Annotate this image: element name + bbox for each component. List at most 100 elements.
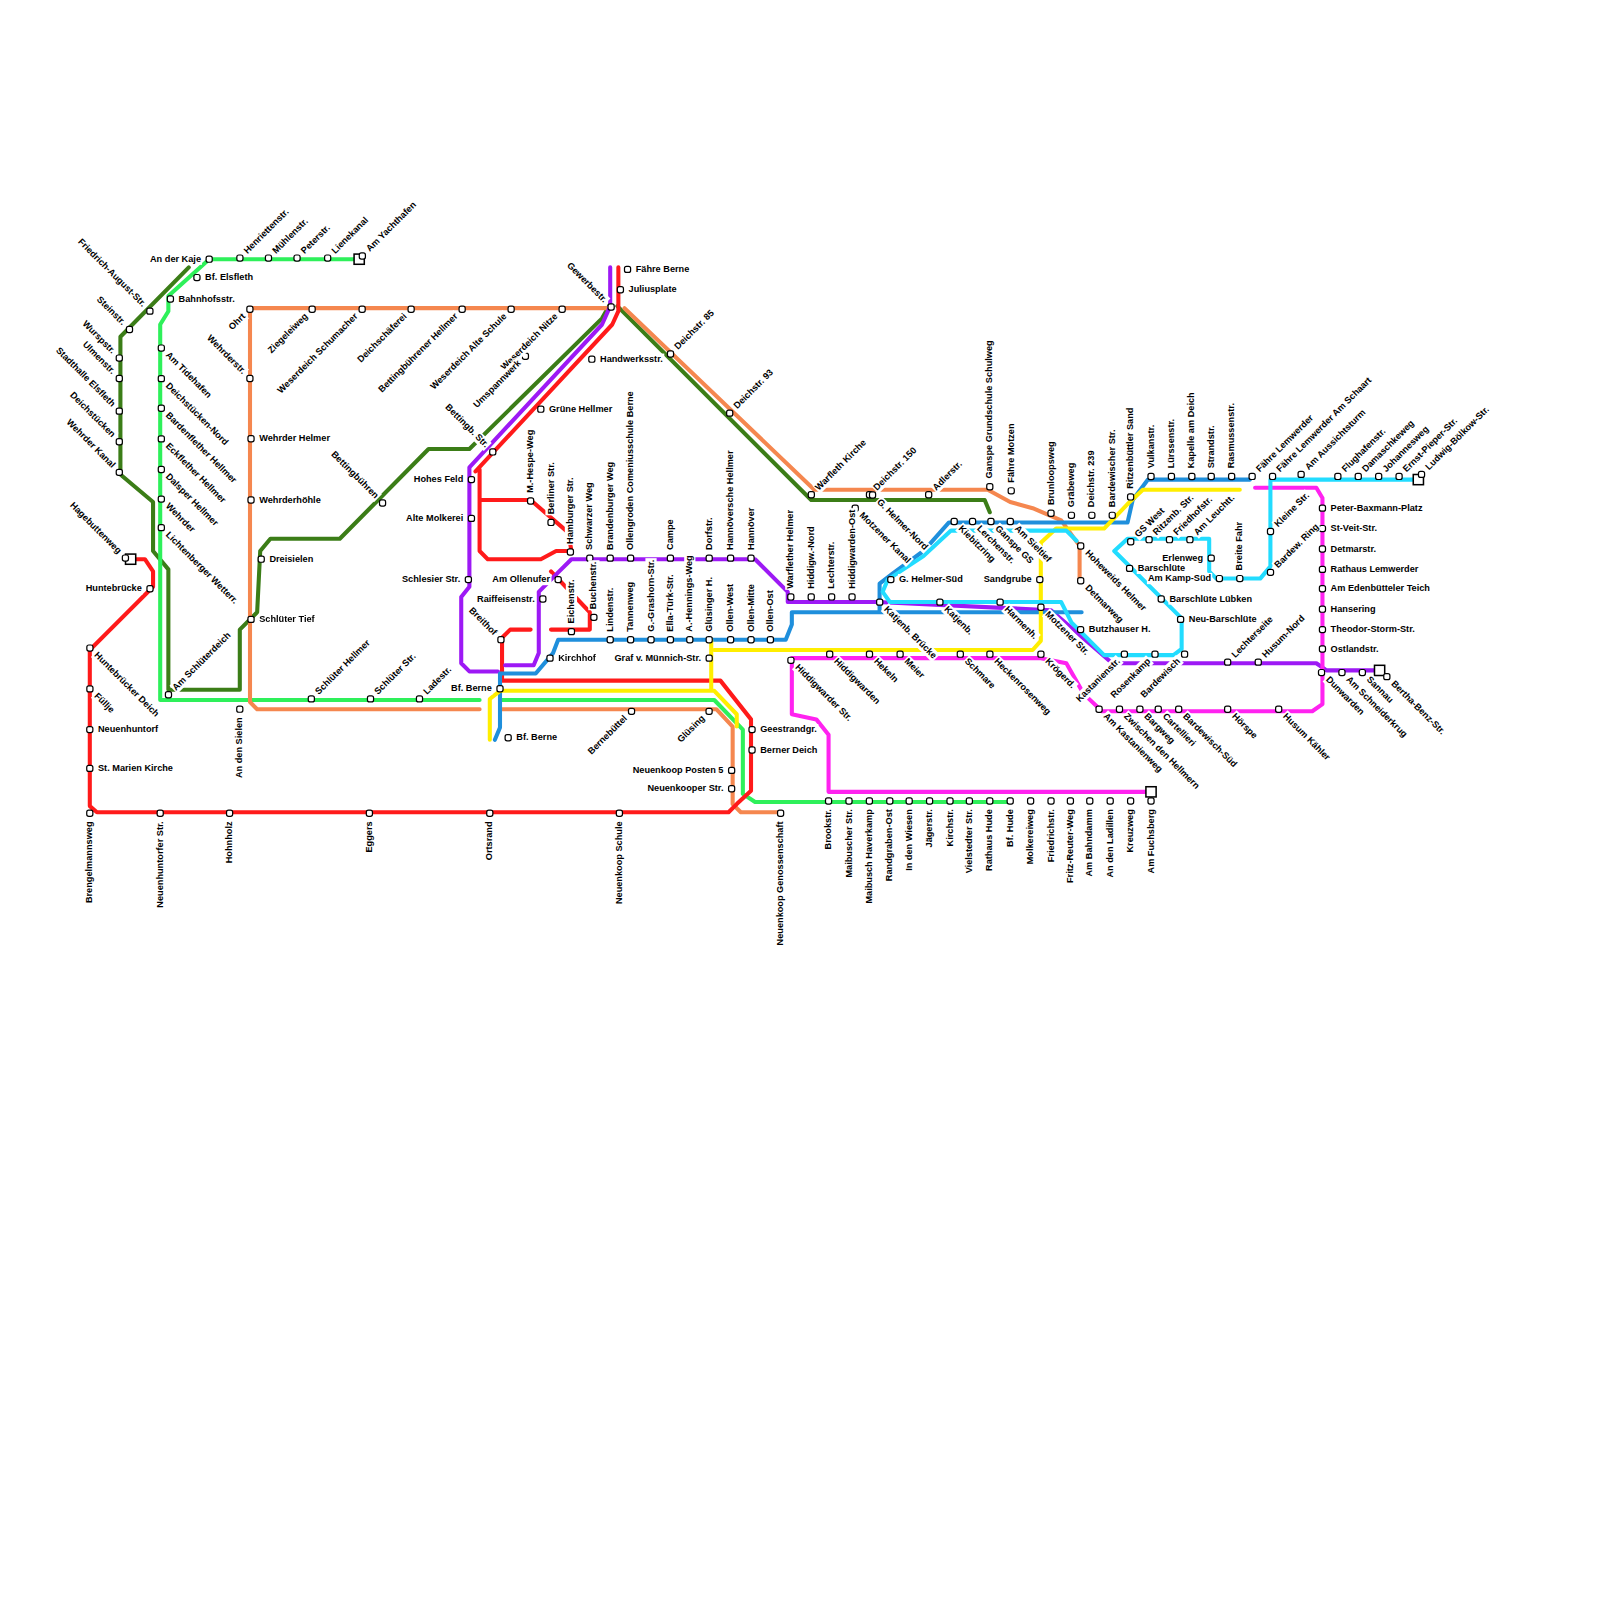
station-marker [667, 351, 673, 357]
station-name: Warfleth Kirche [812, 437, 869, 494]
station-marker [309, 306, 315, 312]
station-marker [1178, 616, 1184, 622]
station-marker [616, 810, 622, 816]
station-marker [379, 500, 385, 506]
station-marker [367, 696, 373, 702]
station-marker [1319, 606, 1325, 612]
station-marker [937, 599, 943, 605]
station-marker [628, 555, 634, 561]
station-marker [1359, 669, 1365, 675]
station-marker [607, 637, 613, 643]
station-marker [987, 484, 993, 490]
station-name: Schlüter Tief [258, 614, 316, 625]
station-marker [1267, 569, 1273, 575]
station-name: Butzhauser H. [1088, 624, 1152, 635]
station-marker [1007, 798, 1013, 804]
station-marker [589, 356, 595, 362]
station-name: Deichstr. 150 [871, 444, 920, 493]
station-name: Geestrandgr. [759, 724, 818, 735]
station-name: Motzener Kanal [856, 509, 913, 566]
station-name: Vulkanstr. [1145, 424, 1156, 470]
station-name: Fritz-Reuter-Weg [1065, 808, 1076, 884]
station-marker [1216, 576, 1222, 582]
station-name: Lichtenberger Wetterr. [162, 529, 241, 608]
station-marker [1319, 627, 1325, 633]
station-name: Ortsrand [484, 820, 495, 861]
station-name: G. Helmer-Nord [874, 496, 931, 553]
station-marker [1078, 543, 1084, 549]
station-marker [87, 765, 93, 771]
station-name: Neuenhuntorf [97, 724, 159, 735]
station-marker [122, 555, 128, 561]
station-marker [468, 515, 474, 521]
station-name: Rasmussenstr. [1226, 402, 1237, 469]
station-marker [1121, 651, 1127, 657]
station-marker [706, 555, 712, 561]
station-name: Campe [665, 518, 676, 551]
station-marker [748, 555, 754, 561]
station-name: Am Bahndamm [1084, 808, 1095, 877]
station-name: Hörspe [1229, 710, 1261, 742]
station-name: An den Sielen [234, 716, 245, 779]
station-marker [116, 439, 122, 445]
station-marker [158, 525, 164, 531]
station-name: Neu-Barschlüte [1188, 614, 1258, 625]
station-marker [1319, 546, 1325, 552]
station-marker [248, 497, 254, 503]
station-markers [87, 253, 1425, 816]
station-marker [788, 657, 794, 663]
station-marker [1116, 706, 1122, 712]
station-marker [951, 518, 957, 524]
station-marker [1137, 706, 1143, 712]
station-marker [366, 810, 372, 816]
station-name: St. Marien Kirche [97, 763, 174, 774]
station-name: Adlerstr. [930, 458, 966, 494]
station-marker [591, 614, 597, 620]
station-marker [294, 255, 300, 261]
station-marker [1146, 537, 1152, 543]
station-marker [1007, 518, 1013, 524]
station-marker [1109, 512, 1115, 518]
station-marker [1048, 798, 1054, 804]
station-name: Wehrder Helmer [258, 433, 331, 444]
station-name: Schlüter Hellmer [312, 637, 373, 698]
station-marker [1355, 473, 1361, 479]
station-name: An den Ladillen [1105, 808, 1116, 878]
station-name: Breithof [466, 604, 500, 638]
station-marker [87, 686, 93, 692]
station-marker [1176, 706, 1182, 712]
station-marker [1148, 473, 1154, 479]
station-name: Hiddigw.-Nord [806, 525, 817, 589]
station-marker [1267, 528, 1273, 534]
station-name: Bf. Berne [450, 683, 493, 694]
station-marker [1166, 537, 1172, 543]
station-marker [567, 549, 573, 555]
station-name: In den Wiesen [904, 808, 915, 872]
station-marker [1038, 604, 1044, 610]
station-name: Juliusplate [628, 284, 678, 295]
station-marker [505, 735, 511, 741]
station-marker [1128, 539, 1134, 545]
station-name: Gewerbestr. [564, 259, 611, 306]
station-name: Füllje [91, 690, 117, 716]
station-marker [1168, 473, 1174, 479]
station-marker [926, 492, 932, 498]
station-marker [1158, 596, 1164, 602]
station-name: Brandenburger Weg [605, 461, 616, 551]
station-name: Fähre Berne [635, 264, 691, 275]
station-marker [969, 518, 975, 524]
station-name: Bf. Elsfleth [204, 272, 254, 283]
station-marker [1225, 706, 1231, 712]
station-name: Bahnhofsstr. [178, 293, 236, 304]
station-marker [888, 577, 894, 583]
station-name: Bf. Berne [515, 732, 558, 743]
station-marker [648, 637, 654, 643]
station-name: Glüsinger H. [704, 576, 715, 633]
station-marker [158, 496, 164, 502]
station-marker [729, 786, 735, 792]
station-marker [906, 798, 912, 804]
station-name: Ritzenbüttler Sand [1125, 407, 1136, 490]
station-marker [829, 594, 835, 600]
station-name: Schlüter Str. [372, 650, 420, 698]
